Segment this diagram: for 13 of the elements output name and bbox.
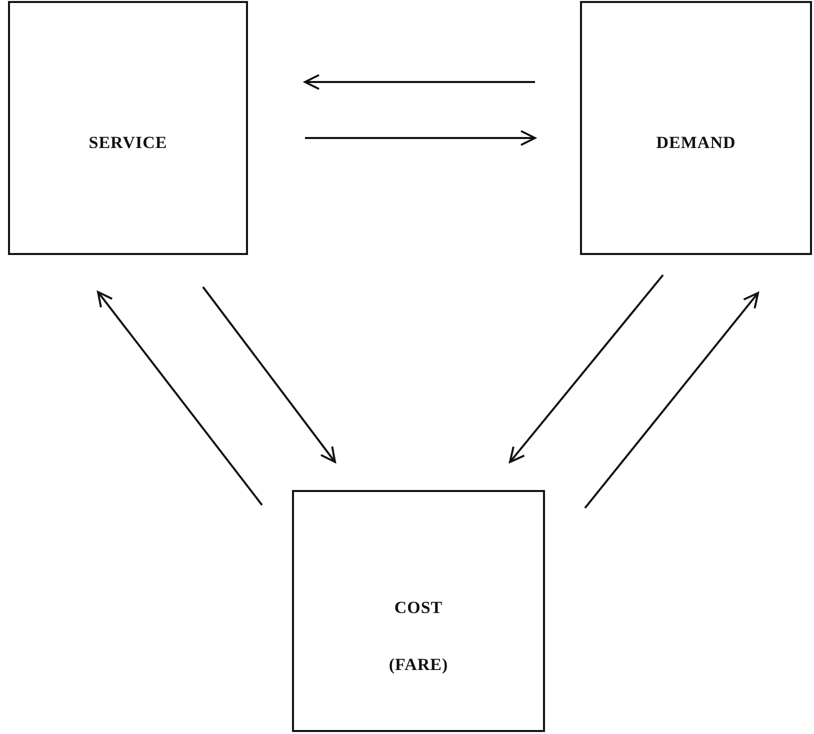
box-label: SERVICE — [88, 133, 168, 153]
arrow — [305, 130, 536, 146]
arrow — [202, 286, 336, 463]
arrow — [509, 274, 664, 463]
arrow — [97, 291, 263, 506]
box-label: (FARE) — [388, 655, 450, 675]
concept-box — [580, 1, 812, 255]
box-label: COST — [393, 598, 444, 618]
concept-box — [292, 490, 545, 732]
arrow — [304, 74, 535, 90]
concept-box — [8, 1, 248, 255]
box-label: DEMAND — [655, 133, 737, 153]
arrow — [584, 292, 759, 509]
